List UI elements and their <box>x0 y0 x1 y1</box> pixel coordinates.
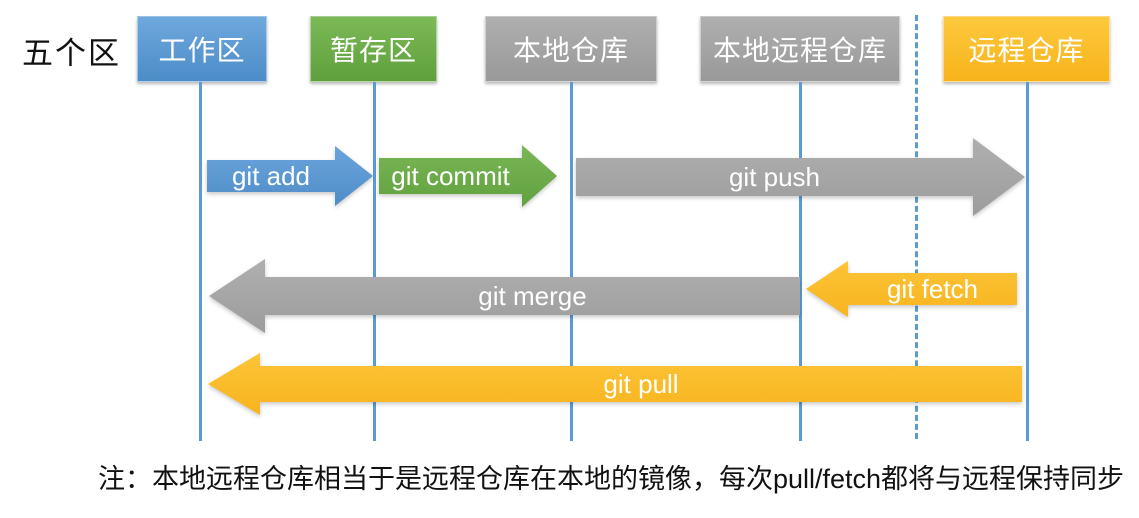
arrow-git-add: git add <box>207 146 373 206</box>
node-staging-area-label: 暂存区 <box>329 35 417 66</box>
lifeline-sync-boundary-dashed <box>915 15 918 439</box>
arrow-git-add-label: git add <box>231 160 311 191</box>
lifeline-local-remote-repo <box>799 82 802 441</box>
lifeline-remote-repo <box>1026 82 1029 441</box>
node-local-remote-repo-label: 本地远程仓库 <box>712 35 887 66</box>
arrow-git-commit: git commit <box>379 145 557 207</box>
node-workspace: 工作区 <box>137 16 267 82</box>
arrow-git-fetch-label: git fetch <box>886 273 979 304</box>
lifeline-workspace <box>199 82 202 441</box>
arrow-git-merge: git merge <box>209 259 800 333</box>
footnote-text: 注：本地远程仓库相当于是远程仓库在本地的镜像，每次pull/fetch都将与远程… <box>97 464 1125 494</box>
node-local-repo-label: 本地仓库 <box>512 35 629 66</box>
lifeline-staging-area <box>373 82 376 441</box>
node-remote-repo-label: 远程仓库 <box>968 35 1085 66</box>
arrow-git-pull: git pull <box>208 353 1022 415</box>
node-local-repo: 本地仓库 <box>485 16 657 82</box>
arrow-git-pull-label: git pull <box>603 368 679 399</box>
node-local-remote-repo: 本地远程仓库 <box>700 16 900 82</box>
lifeline-local-repo <box>570 82 573 441</box>
diagram-title: 五个区 <box>22 36 121 71</box>
arrow-git-fetch: git fetch <box>806 261 1017 317</box>
node-staging-area: 暂存区 <box>310 16 437 82</box>
node-workspace-label: 工作区 <box>158 35 246 66</box>
node-remote-repo: 远程仓库 <box>943 16 1110 82</box>
arrow-git-push: git push <box>576 138 1025 216</box>
arrow-git-push-label: git push <box>728 161 821 192</box>
arrow-git-merge-label: git merge <box>478 280 587 311</box>
arrow-git-commit-label: git commit <box>391 160 510 191</box>
